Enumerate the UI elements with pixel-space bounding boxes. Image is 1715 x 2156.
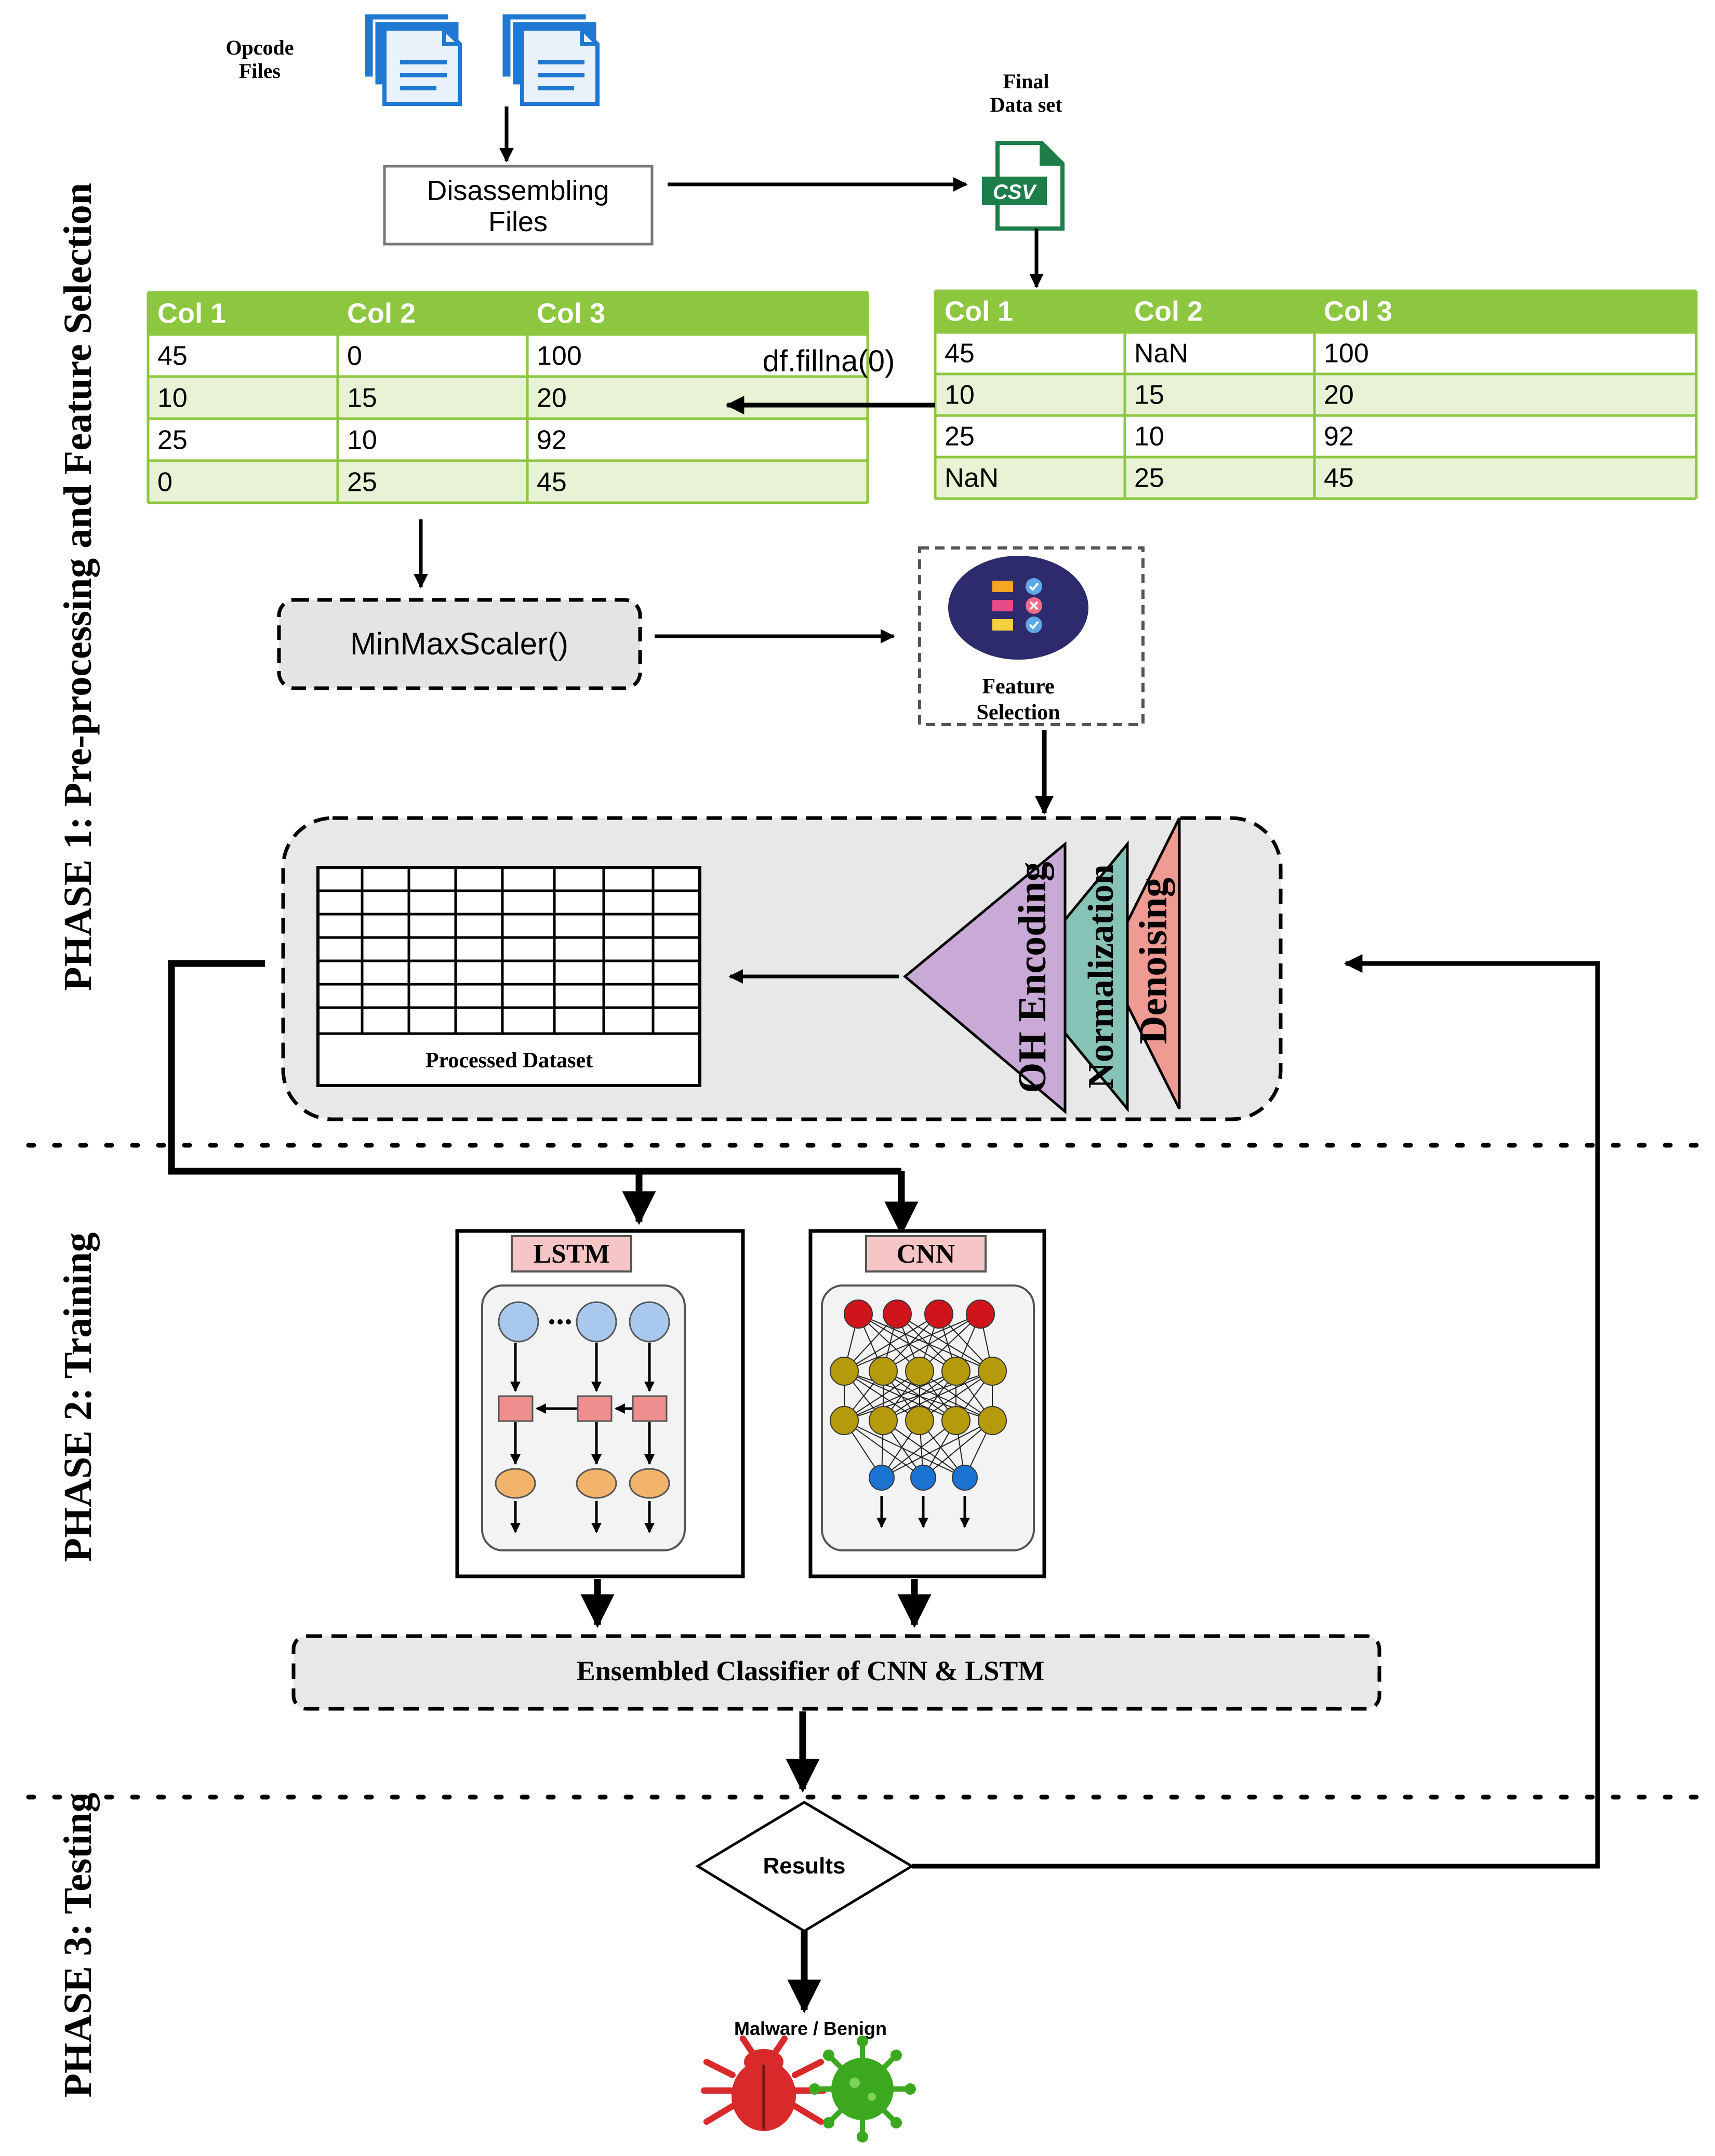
lstm-tag [511, 1235, 632, 1273]
table-cell: 15 [1134, 380, 1164, 410]
table-header-row [148, 292, 868, 334]
table-cell: 0 [157, 467, 172, 497]
table-cell: 100 [537, 341, 582, 371]
normalization-label: Normalization [1081, 864, 1121, 1089]
table-cell: 25 [945, 422, 975, 452]
denoising-step [1105, 817, 1181, 1110]
cnn-network-icon [830, 1300, 1007, 1528]
ensemble-classifier-box [291, 1634, 1381, 1711]
benign-virus-icon [809, 2036, 916, 2142]
table-cell: 92 [1324, 422, 1354, 452]
oh-encoding-label: OH Encoding [1011, 862, 1054, 1093]
table-cell: 45 [537, 467, 567, 497]
opcode-files-label-line1: Opcode [225, 36, 294, 59]
table-header-cell: Col 2 [1134, 296, 1203, 327]
cnn-label: CNN [897, 1239, 955, 1269]
table-cell: 100 [1324, 339, 1369, 369]
table-cell: 0 [347, 341, 362, 371]
minmax-scaler-label: MinMaxScaler() [350, 626, 568, 661]
table-cell: 20 [1324, 380, 1354, 410]
processed-dataset-grid: Processed Dataset [316, 866, 701, 1087]
phase3-label: PHASE 3: Testing [56, 1792, 100, 2097]
table-cell: 10 [945, 380, 975, 410]
table-row [148, 419, 868, 461]
table-row [148, 461, 868, 503]
minmax-scaler-box [277, 598, 642, 690]
disassembling-box [383, 165, 654, 246]
feedback-results-to-processing [912, 954, 1600, 1869]
csv-badge: CSV [993, 181, 1038, 204]
phase2-label: PHASE 2: Training [56, 1233, 100, 1562]
table-cell: 10 [1134, 422, 1164, 452]
normalization-step [1016, 840, 1129, 1113]
table-cell: NaN [945, 463, 999, 493]
disassembling-label-line2: Files [488, 206, 548, 237]
table-row [148, 334, 868, 377]
oh-encoding-step [903, 841, 1067, 1115]
processed-dataset-label: Processed Dataset [426, 1049, 593, 1073]
connector-processed-to-models [168, 960, 901, 1175]
table-cell: 20 [537, 383, 567, 413]
table-cell: 15 [347, 383, 377, 413]
checklist-icon [948, 556, 1088, 660]
table-cell: 45 [157, 341, 188, 371]
final-dataset-label-line2: Data set [990, 93, 1063, 116]
table-cell: 45 [1324, 463, 1354, 493]
file-icon [500, 11, 600, 106]
feature-selection-label-line2: Selection [977, 701, 1060, 725]
disassembling-label-line1: Disassembling [427, 175, 609, 206]
feature-selection-label-line1: Feature [982, 675, 1054, 699]
table-header-cell: Col 3 [1324, 296, 1392, 327]
ensemble-classifier-label: Ensembled Classifier of CNN & LSTM [577, 1655, 1045, 1686]
table-header-cell: Col 3 [537, 298, 605, 329]
table-cell: 25 [347, 467, 377, 497]
table-cell: 92 [537, 425, 567, 455]
cnn-tag [865, 1235, 987, 1273]
table-cell: 25 [157, 425, 188, 455]
file-icon [362, 11, 462, 106]
phase1-label: PHASE 1: Pre-processing and Feature Sele… [56, 183, 100, 991]
opcode-files-label-line2: Files [239, 59, 281, 83]
table-cell: 10 [347, 425, 377, 455]
denoising-label: Denoising [1132, 878, 1175, 1044]
lstm-network-icon [495, 1301, 670, 1533]
output-label: Malware / Benign [734, 2018, 887, 2039]
malware-bug-icon [701, 2036, 827, 2131]
table-header-cell: Col 1 [945, 296, 1013, 327]
lstm-label: LSTM [533, 1239, 609, 1269]
final-dataset-label-line1: Final [1003, 70, 1049, 93]
table-cell: 10 [157, 383, 188, 413]
table-cell: 25 [1134, 463, 1164, 493]
table-cell: 45 [945, 339, 975, 369]
table-row [148, 377, 868, 419]
table-header-cell: Col 1 [157, 298, 226, 329]
table-filled: Col 1 Col 2 Col 3 45 0 100 10 15 20 25 10 92 0 25 45 [147, 291, 869, 504]
csv-file-icon: CSV [982, 141, 1065, 231]
table-cell: NaN [1134, 339, 1188, 369]
results-label: Results [763, 1853, 846, 1879]
fillna-label: df.fillna(0) [763, 344, 895, 378]
table-header-cell: Col 2 [347, 298, 416, 329]
